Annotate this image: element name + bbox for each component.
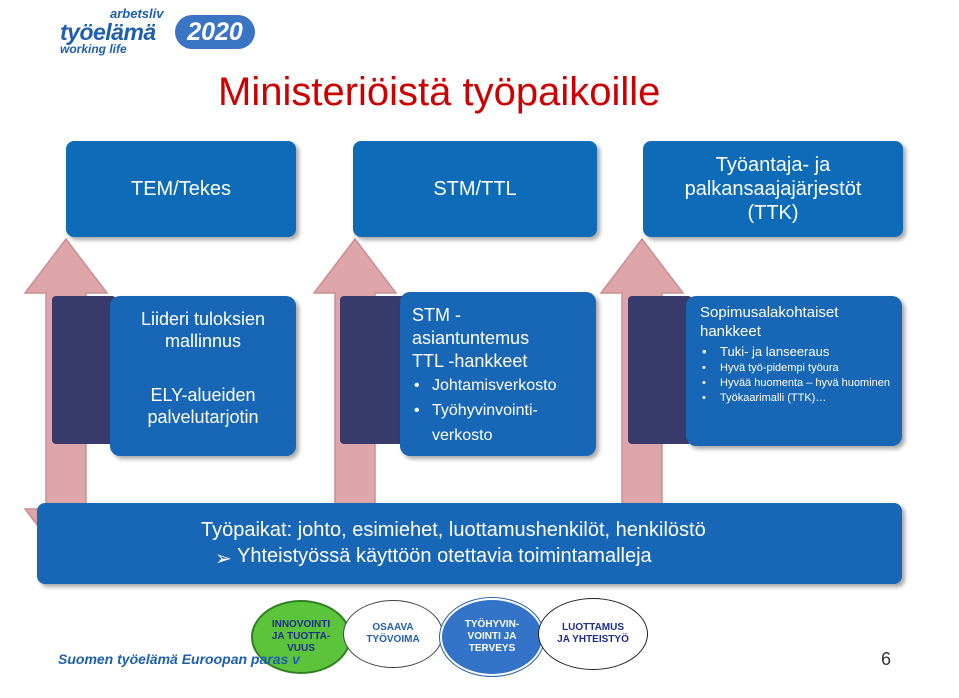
mid2-bullet-tyohyvinvointi: Työhyvinvointi-	[412, 398, 557, 423]
mid3-line1: Sopimusalakohtaiset	[700, 304, 839, 321]
oval-tyohyvinvointi-line2: VOINTI JA	[467, 631, 517, 642]
mid2-line2: asiantuntemus	[412, 328, 530, 348]
middle-box-tem: Liideri tuloksien mallinnus ELY-alueiden…	[110, 296, 296, 456]
oval-luottamus: LUOTTAMUS JA YHTEISTYÖ	[538, 598, 648, 670]
header-ttk-line3: (TTK)	[747, 202, 799, 224]
oval-innovointi-line1: INNOVOINTI	[271, 619, 331, 630]
footer-slogan: Suomen työelämä Euroopan paras v	[58, 651, 300, 667]
bottom-workplace-box: Työpaikat: johto, esimiehet, luottamushe…	[37, 503, 902, 584]
header-tem-tekes-label: TEM/Tekes	[130, 178, 232, 200]
oval-innovointi-line2: JA TUOTTA-	[271, 631, 331, 642]
mid2-line3: TTL -hankkeet	[412, 351, 528, 371]
mid2-bullet-verkosto: verkosto	[432, 427, 493, 444]
logo-line-arbetsliv: arbetsliv	[110, 6, 164, 21]
oval-innovointi: INNOVOINTI JA TUOTTA- VUUS	[251, 600, 351, 674]
oval-innovointi-line3: VUUS	[287, 643, 315, 654]
oval-tyohyvinvointi-line1: TYÖHYVIN-	[464, 619, 520, 630]
mid1-line1: Liideri tuloksien	[140, 309, 266, 329]
header-tem-tekes: TEM/Tekes	[66, 141, 296, 237]
logo-year-badge: 2020	[175, 15, 255, 49]
mid2-line1: STM -	[412, 305, 461, 325]
header-stm-ttl-label: STM/TTL	[433, 178, 517, 200]
logo-line-working-life: working life	[60, 42, 127, 56]
page-number: 6	[881, 649, 892, 669]
header-ttk-line2: palkansaajajärjestöt	[684, 178, 862, 200]
header-ttk: Työantaja- ja palkansaajajärjestöt (TTK)	[643, 141, 903, 237]
header-stm-ttl: STM/TTL	[353, 141, 597, 237]
oval-osaava-line1: OSAAVA	[372, 622, 414, 633]
mid3-bullet-hyva-tyo: Hyvä työ-pidempi työura	[700, 360, 890, 376]
logo-line-tyoelama: työelämä	[60, 19, 156, 45]
oval-osaava-tyovoima: OSAAVA TYÖVOIMA	[343, 600, 443, 668]
bottom-line1: Työpaikat: johto, esimiehet, luottamushe…	[201, 519, 706, 541]
dark-bar-2	[340, 296, 406, 444]
middle-box-stm: STM - asiantuntemus TTL -hankkeet Johtam…	[400, 292, 596, 456]
oval-luottamus-line2: JA YHTEISTYÖ	[557, 634, 629, 645]
oval-tyohyvinvointi-line3: TERVEYS	[468, 643, 516, 654]
header-ttk-line1: Työantaja- ja	[715, 154, 831, 176]
mid3-bullet-hyvaa-huomenta: Hyvää huomenta – hyvä huominen	[700, 376, 890, 390]
mid1-line4: palvelutarjotin	[147, 407, 259, 427]
oval-osaava-line2: TYÖVOIMA	[366, 634, 420, 645]
mid2-bullet-johtamisverkosto: Johtamisverkosto	[412, 373, 557, 398]
dark-bar-3	[628, 296, 692, 444]
page-title: Ministeriöistä työpaikoille	[218, 70, 661, 114]
mid1-line2: mallinnus	[164, 331, 242, 351]
middle-box-ttk: Sopimusalakohtaiset hankkeet Tuki- ja la…	[686, 296, 902, 446]
dark-bar-1	[52, 296, 116, 444]
oval-tyohyvinvointi: TYÖHYVIN- VOINTI JA TERVEYS	[440, 598, 544, 676]
logo: arbetsliv työelämä working life 2020	[58, 4, 258, 56]
mid3-bullet-tuki: Tuki- ja lanseeraus	[700, 343, 890, 360]
mid1-line3: ELY-alueiden	[150, 385, 256, 405]
oval-luottamus-line1: LUOTTAMUS	[561, 622, 625, 633]
bottom-line2: Yhteistyössä käyttöön otettavia toiminta…	[237, 545, 652, 567]
arrowhead-bullet-icon: ➢	[215, 548, 232, 570]
mid3-bullet-tyokaarimalli: Työkaarimalli (TTK)…	[700, 390, 890, 406]
mid3-line2: hankkeet	[700, 323, 761, 340]
